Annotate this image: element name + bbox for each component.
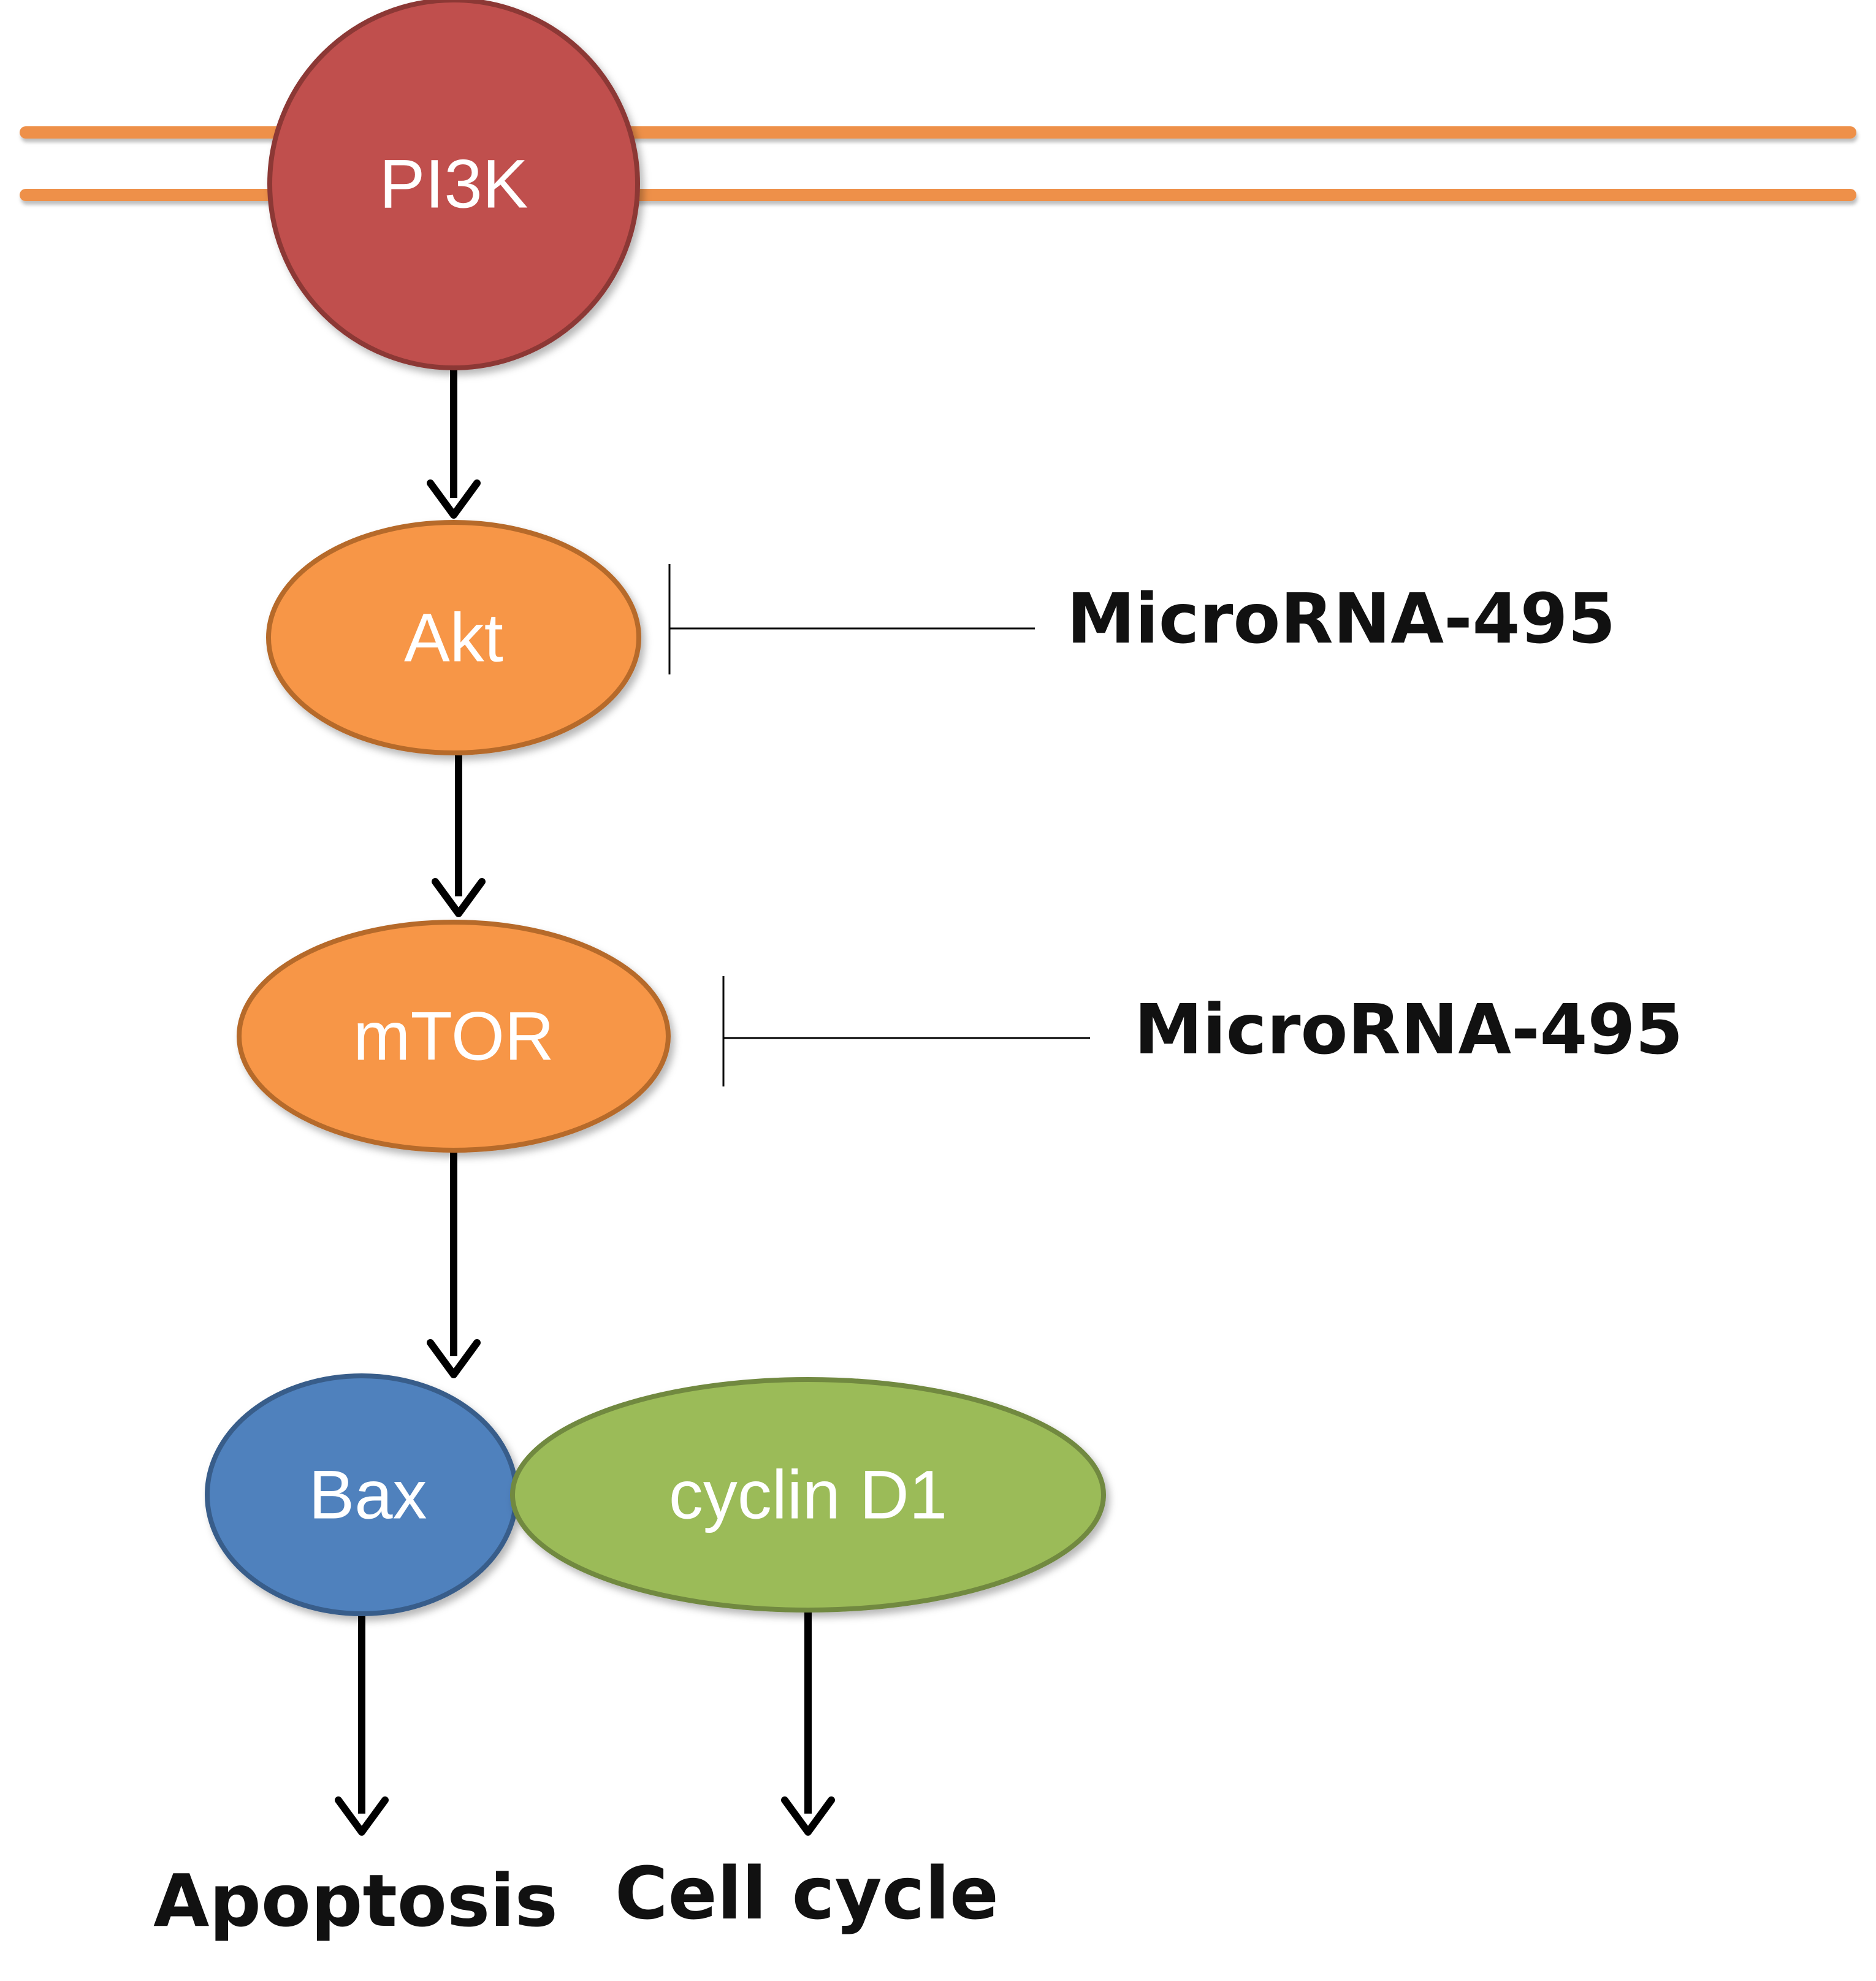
activation-arrows: [335, 363, 835, 1836]
cyclin-d1-label: cyclin D1: [669, 1457, 947, 1533]
cyclin-d1-node: [510, 1377, 1106, 1613]
arrowhead-mtor-to-bax: [427, 1339, 481, 1378]
cyclin-d1-ellipse: [510, 1377, 1106, 1613]
arrowhead-akt-to-mtor: [432, 878, 486, 917]
microrna-495-akt-label: MicroRNA-495: [1067, 579, 1615, 659]
inhibition-lines: [668, 564, 1090, 1086]
arrowhead-bax-to-apoptosis: [335, 1796, 389, 1836]
pi3k-label: PI3K: [379, 146, 528, 223]
arrowhead-pi3k-to-akt: [427, 479, 481, 519]
cell-cycle-label: Cell cycle: [615, 1851, 999, 1936]
akt-node: [266, 520, 641, 755]
akt-ellipse: [266, 520, 641, 755]
arrowhead-cyclin-to-cell-cycle: [781, 1796, 835, 1836]
mtor-label: mTOR: [353, 998, 554, 1075]
apoptosis-label: Apoptosis: [153, 1858, 558, 1943]
pi3k-circle: [267, 0, 640, 370]
microrna-495-mtor-label: MicroRNA-495: [1134, 990, 1683, 1070]
bax-label: Bax: [309, 1457, 427, 1533]
pi3k-node: [267, 0, 640, 370]
mtor-node: [237, 920, 671, 1153]
mtor-ellipse: [237, 920, 671, 1153]
akt-label: Akt: [404, 600, 503, 676]
